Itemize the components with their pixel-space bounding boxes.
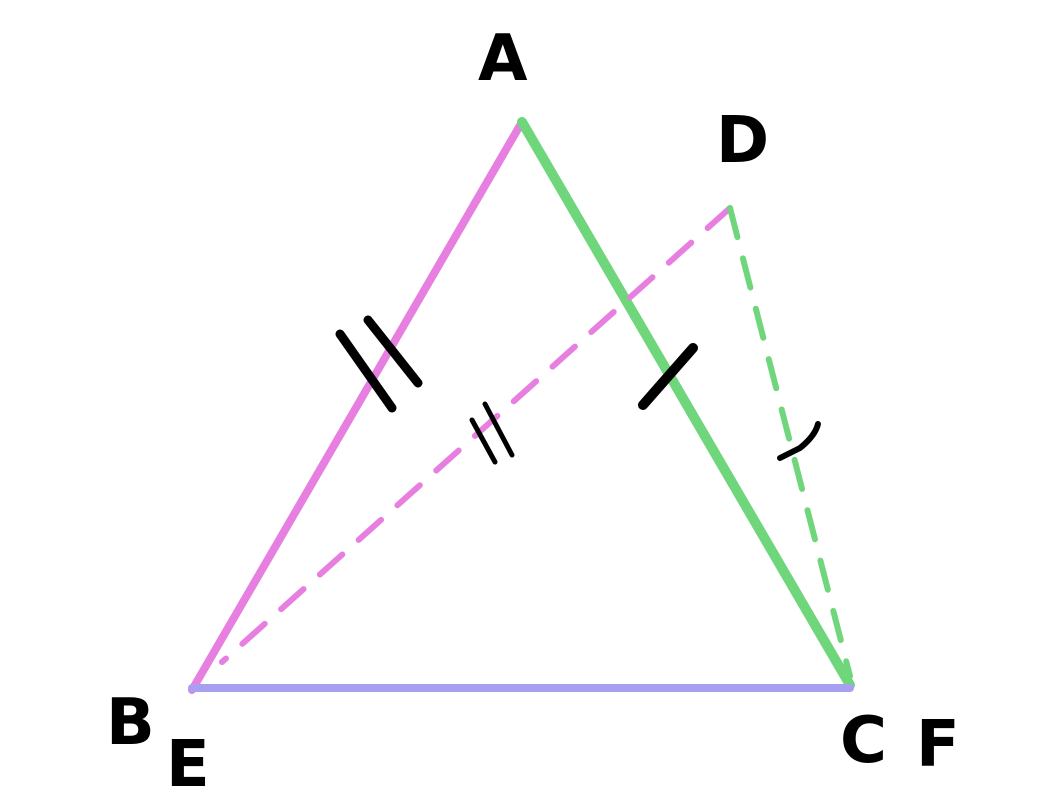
double-tick-ab xyxy=(335,315,423,413)
label-d: D xyxy=(716,104,769,178)
label-e: E xyxy=(166,728,210,802)
segment-de-dashed xyxy=(219,205,733,665)
single-tick-df xyxy=(777,421,821,461)
label-f: F xyxy=(916,708,960,782)
label-b: B xyxy=(106,686,155,760)
label-a: A xyxy=(478,22,528,96)
single-tick-ac xyxy=(638,343,698,410)
label-c: C xyxy=(840,704,887,778)
double-tick-de xyxy=(469,401,515,465)
segment-df-dashed xyxy=(727,205,853,679)
segment-ab xyxy=(188,118,526,694)
segment-ac xyxy=(517,117,855,690)
